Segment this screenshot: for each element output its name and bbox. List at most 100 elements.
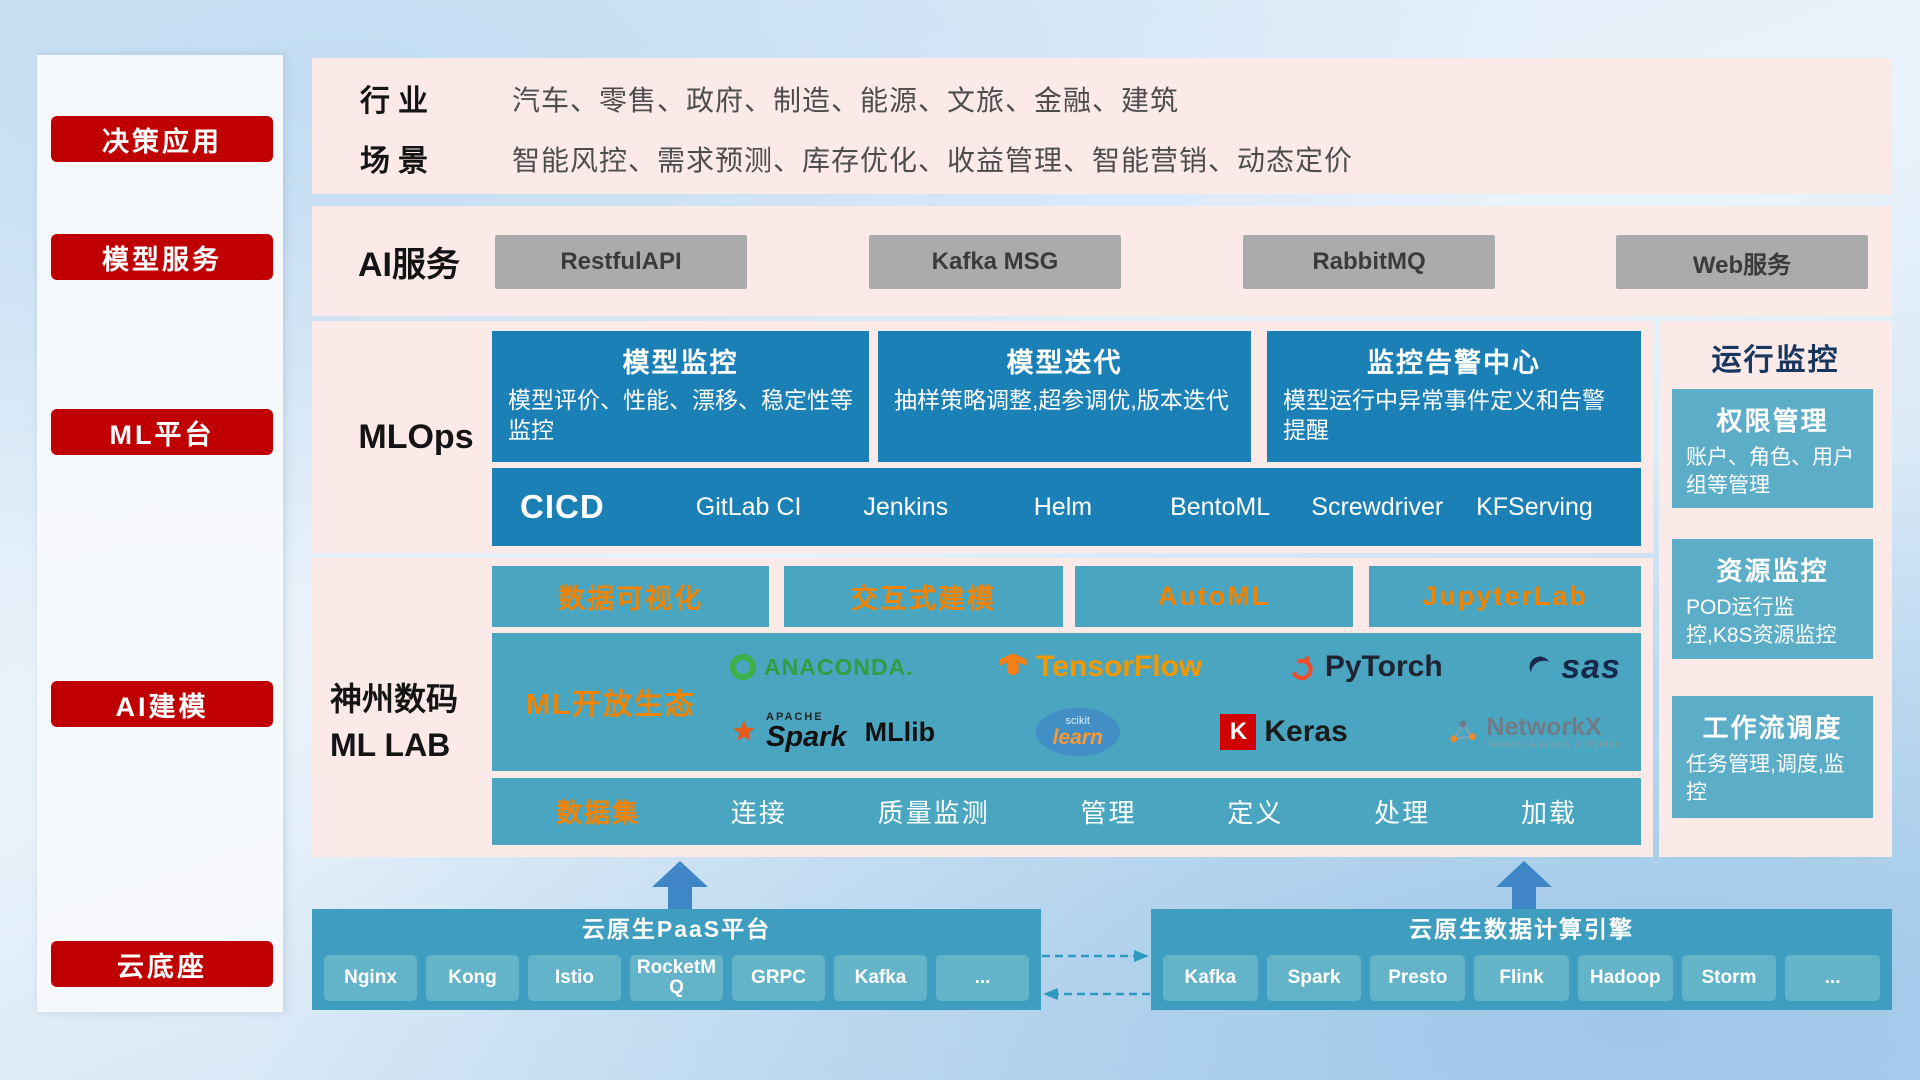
logo-row-2: APACHE Spark MLlib scikit learn K Keras xyxy=(724,708,1627,757)
ml-open-ecosystem-box: ML开放生态 ANACONDA. TensorFlow xyxy=(492,633,1641,771)
scikit-learn-logo: scikit learn xyxy=(1035,708,1120,757)
engine-presto: Presto xyxy=(1370,954,1466,1001)
learn-label: learn xyxy=(1052,726,1103,750)
engine-flink: Flink xyxy=(1474,954,1569,1001)
permission-mgmt-desc: 账户、角色、用户组等管理 xyxy=(1686,446,1854,498)
industry-scene-panel: 行业 汽车、零售、政府、制造、能源、文旅、金融、建筑 场景 智能风控、需求预测、… xyxy=(312,58,1892,194)
paas-kong: Kong xyxy=(426,954,519,1001)
dataset-load: 加载 xyxy=(1520,798,1577,828)
tensorflow-logo: TensorFlow xyxy=(998,650,1202,684)
tool-jupyterlab: JupyterLab xyxy=(1369,566,1641,627)
tool-automl: AutoML xyxy=(1075,566,1353,627)
ml-lab-panel: 神州数码 ML LAB 数据可视化 交互式建模 AutoML JupyterLa… xyxy=(312,558,1653,857)
ml-lab-label-line1: 神州数码 xyxy=(330,681,459,717)
permission-mgmt-card: 权限管理 账户、角色、用户组等管理 xyxy=(1672,389,1873,508)
runtime-monitor-title: 运行监控 xyxy=(1711,344,1840,377)
dataset-process: 处理 xyxy=(1374,798,1431,828)
tool-data-visualization: 数据可视化 xyxy=(492,566,769,627)
logo-row-1: ANACONDA. TensorFlow PyTorch xyxy=(724,648,1627,687)
networkx-icon xyxy=(1450,720,1477,743)
cloud-paas-title: 云原生PaaS平台 xyxy=(581,916,772,942)
ai-service-panel: AI服务 RestfulAPI Kafka MSG RabbitMQ Web服务 xyxy=(312,206,1892,316)
rail-item-model-service: 模型服务 xyxy=(51,234,273,280)
model-iteration-title: 模型迭代 xyxy=(1006,348,1123,378)
dataset-connect: 连接 xyxy=(730,798,787,828)
cicd-bar: CICD GitLab CI Jenkins Helm BentoML Scre… xyxy=(492,468,1641,546)
spark-mllib-logo: APACHE Spark MLlib xyxy=(730,712,935,752)
mlops-label: MLOps xyxy=(358,417,474,456)
sas-icon xyxy=(1529,656,1550,673)
alert-center-title: 监控告警中心 xyxy=(1367,348,1541,378)
rail-item-ai-modeling: AI建模 xyxy=(51,681,273,727)
model-monitoring-title: 模型监控 xyxy=(622,348,739,378)
model-monitoring-card: 模型监控 模型评价、性能、漂移、稳定性等监控 xyxy=(492,331,869,462)
runtime-monitor-panel: 运行监控 权限管理 账户、角色、用户组等管理 资源监控 POD运行监控,K8S资… xyxy=(1659,321,1892,857)
mlops-panel: MLOps 模型监控 模型评价、性能、漂移、稳定性等监控 模型迭代 抽样策略调整… xyxy=(312,321,1653,553)
engine-kafka: Kafka xyxy=(1163,954,1258,1001)
alert-center-desc: 模型运行中异常事件定义和告警提醒 xyxy=(1283,387,1605,443)
paas-more: ... xyxy=(936,954,1029,1001)
pytorch-icon xyxy=(1291,656,1313,681)
rail-item-cloud-base: 云底座 xyxy=(51,941,273,987)
cicd-label: CICD xyxy=(520,488,605,525)
spark-label: Spark xyxy=(766,721,847,754)
ecosystem-logos: ANACONDA. TensorFlow PyTorch xyxy=(724,637,1627,767)
engine-storm: Storm xyxy=(1681,954,1777,1001)
tool-interactive-modeling: 交互式建模 xyxy=(784,566,1063,627)
model-iteration-card: 模型迭代 抽样策略调整,超参调优,版本迭代 xyxy=(878,331,1251,462)
cloud-data-engine-title: 云原生数据计算引擎 xyxy=(1409,916,1634,942)
rail-item-decision-apps: 决策应用 xyxy=(51,116,273,162)
resource-monitor-card: 资源监控 POD运行监控,K8S资源监控 xyxy=(1672,539,1873,659)
engine-spark: Spark xyxy=(1266,954,1362,1001)
workflow-scheduler-title: 工作流调度 xyxy=(1702,713,1843,743)
cicd-jenkins: Jenkins xyxy=(863,492,949,521)
dataset-define: 定义 xyxy=(1227,798,1284,828)
sas-logo: sas xyxy=(1527,648,1621,687)
workflow-scheduler-card: 工作流调度 任务管理,调度,监控 xyxy=(1672,696,1873,818)
service-kafka-msg: Kafka MSG xyxy=(869,235,1121,289)
industry-label: 行业 xyxy=(360,85,436,118)
alert-center-card: 监控告警中心 模型运行中异常事件定义和告警提醒 xyxy=(1267,331,1641,462)
tensorflow-icon xyxy=(999,653,1027,676)
paas-istio: Istio xyxy=(528,954,621,1001)
paas-nginx: Nginx xyxy=(324,954,417,1001)
keras-label: Keras xyxy=(1264,715,1348,749)
cicd-kfserving: KFServing xyxy=(1476,492,1593,521)
sas-label: sas xyxy=(1561,647,1621,686)
rail-item-ml-platform: ML平台 xyxy=(51,409,273,455)
anaconda-label: ANACONDA. xyxy=(764,653,914,680)
scikit-learn-icon: scikit learn xyxy=(1035,708,1120,757)
dataset-bar: 数据集 连接 质量监测 管理 定义 处理 加载 xyxy=(492,778,1641,845)
mllib-label: MLlib xyxy=(864,716,936,747)
cicd-screwdriver: Screwdriver xyxy=(1311,492,1444,521)
service-web: Web服务 xyxy=(1616,235,1868,289)
service-restful-api: RestfulAPI xyxy=(495,235,747,289)
left-rail xyxy=(37,55,283,1012)
spark-icon xyxy=(733,720,755,741)
cloud-paas-items: Nginx Kong Istio RocketMQ GRPC Kafka ... xyxy=(312,945,1041,1010)
model-iteration-desc: 抽样策略调整,超参调优,版本迭代 xyxy=(894,387,1229,413)
keras-icon: K xyxy=(1220,714,1257,751)
paas-kafka: Kafka xyxy=(834,954,927,1001)
dataset-label: 数据集 xyxy=(556,798,641,828)
ml-lab-label-line2: ML LAB xyxy=(330,727,451,764)
engine-hadoop: Hadoop xyxy=(1577,954,1673,1001)
dataset-quality: 质量监测 xyxy=(877,798,990,828)
resource-monitor-desc: POD运行监控,K8S资源监控 xyxy=(1686,596,1837,648)
pytorch-label: PyTorch xyxy=(1324,650,1443,684)
permission-mgmt-title: 权限管理 xyxy=(1716,406,1829,436)
resource-monitor-title: 资源监控 xyxy=(1716,556,1829,586)
scene-list: 智能风控、需求预测、库存优化、收益管理、智能营销、动态定价 xyxy=(512,145,1354,176)
anaconda-icon xyxy=(730,654,756,681)
cicd-bentoml: BentoML xyxy=(1170,492,1271,521)
paas-grpc: GRPC xyxy=(732,954,825,1001)
dataset-manage: 管理 xyxy=(1080,798,1137,828)
scikit-label: scikit xyxy=(1065,715,1090,728)
apache-label: APACHE xyxy=(766,711,824,724)
up-arrow-icon-right xyxy=(1496,861,1552,910)
cicd-helm: Helm xyxy=(1033,492,1093,521)
keras-logo: K Keras xyxy=(1220,714,1348,751)
anaconda-logo: ANACONDA. xyxy=(730,654,914,681)
industry-list: 汽车、零售、政府、制造、能源、文旅、金融、建筑 xyxy=(512,85,1180,116)
